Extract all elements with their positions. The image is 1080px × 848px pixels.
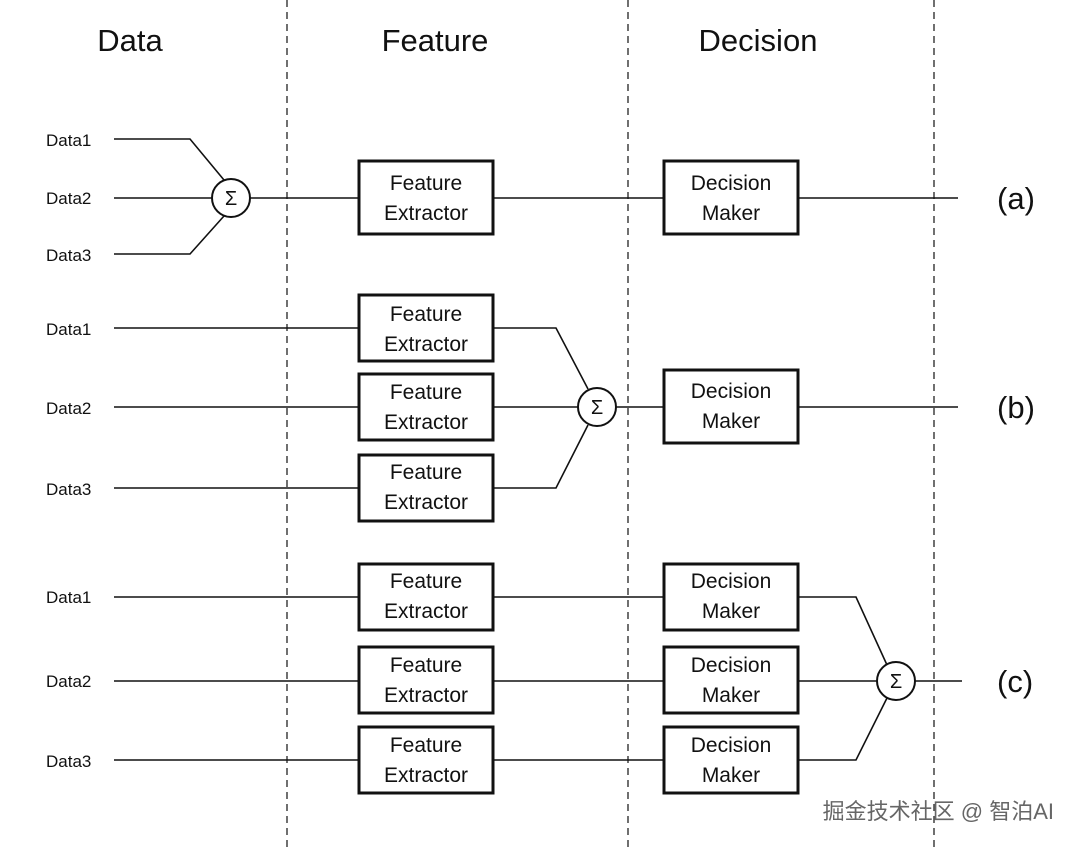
row-label-a: (a) [997, 181, 1035, 216]
box-label-line2: Maker [702, 684, 760, 707]
box-label-line2: Extractor [384, 202, 468, 225]
row-b: Data1 Data2 Data3 Feature Extractor Feat… [46, 293, 1035, 523]
box-label-line1: Feature [390, 461, 462, 484]
row-a: Data1 Data2 Data3 Σ Feature Extractor De… [46, 131, 1035, 265]
column-header-data: Data [97, 23, 163, 58]
feature-extractor-box [357, 159, 495, 236]
box-label-line2: Extractor [384, 333, 468, 356]
box-label-line2: Maker [702, 764, 760, 787]
box-label-line1: Decision [691, 734, 772, 757]
box-label-line1: Feature [390, 654, 462, 677]
decision-maker-box [662, 645, 800, 715]
box-label-line2: Extractor [384, 491, 468, 514]
feature-extractor-box [357, 645, 495, 715]
row-c: Data1 Data2 Data3 Feature Extractor Feat… [46, 562, 1033, 795]
box-label-line1: Feature [390, 172, 462, 195]
box-label-line1: Feature [390, 303, 462, 326]
sum-symbol: Σ [225, 188, 237, 210]
box-label-line1: Feature [390, 381, 462, 404]
decision-maker-box [662, 159, 800, 236]
feature-extractor-box [357, 372, 495, 442]
box-label-line1: Decision [691, 654, 772, 677]
box-label-line2: Extractor [384, 600, 468, 623]
row-label-b: (b) [997, 390, 1035, 425]
box-label-line1: Decision [691, 380, 772, 403]
box-label-line2: Extractor [384, 411, 468, 434]
box-label-line1: Decision [691, 570, 772, 593]
connector-line [493, 424, 589, 489]
sum-symbol: Σ [890, 671, 902, 693]
column-header-feature: Feature [382, 23, 489, 58]
feature-extractor-box [357, 453, 495, 523]
input-label: Data1 [46, 320, 91, 339]
input-label: Data1 [46, 588, 91, 607]
box-label-line2: Maker [702, 202, 760, 225]
watermark: 掘金技术社区 @ 智泊AI [823, 799, 1054, 824]
input-label: Data3 [46, 480, 91, 499]
input-label: Data3 [46, 246, 91, 265]
input-label: Data2 [46, 189, 91, 208]
connector-line [798, 697, 888, 761]
box-label-line2: Maker [702, 410, 760, 433]
input-label: Data2 [46, 672, 91, 691]
box-label-line1: Decision [691, 172, 772, 195]
row-label-c: (c) [997, 664, 1033, 699]
box-label-line1: Feature [390, 734, 462, 757]
connector-line [798, 596, 888, 666]
box-label-line1: Feature [390, 570, 462, 593]
input-label: Data1 [46, 131, 91, 150]
decision-maker-box [662, 725, 800, 795]
box-label-line2: Maker [702, 600, 760, 623]
connector-line [114, 215, 225, 255]
decision-maker-box [662, 368, 800, 445]
column-header-decision: Decision [699, 23, 818, 58]
box-label-line2: Extractor [384, 684, 468, 707]
sum-symbol: Σ [591, 397, 603, 419]
connector-line [493, 327, 589, 390]
input-label: Data2 [46, 399, 91, 418]
box-label-line2: Extractor [384, 764, 468, 787]
connector-line [114, 138, 225, 181]
input-label: Data3 [46, 752, 91, 771]
